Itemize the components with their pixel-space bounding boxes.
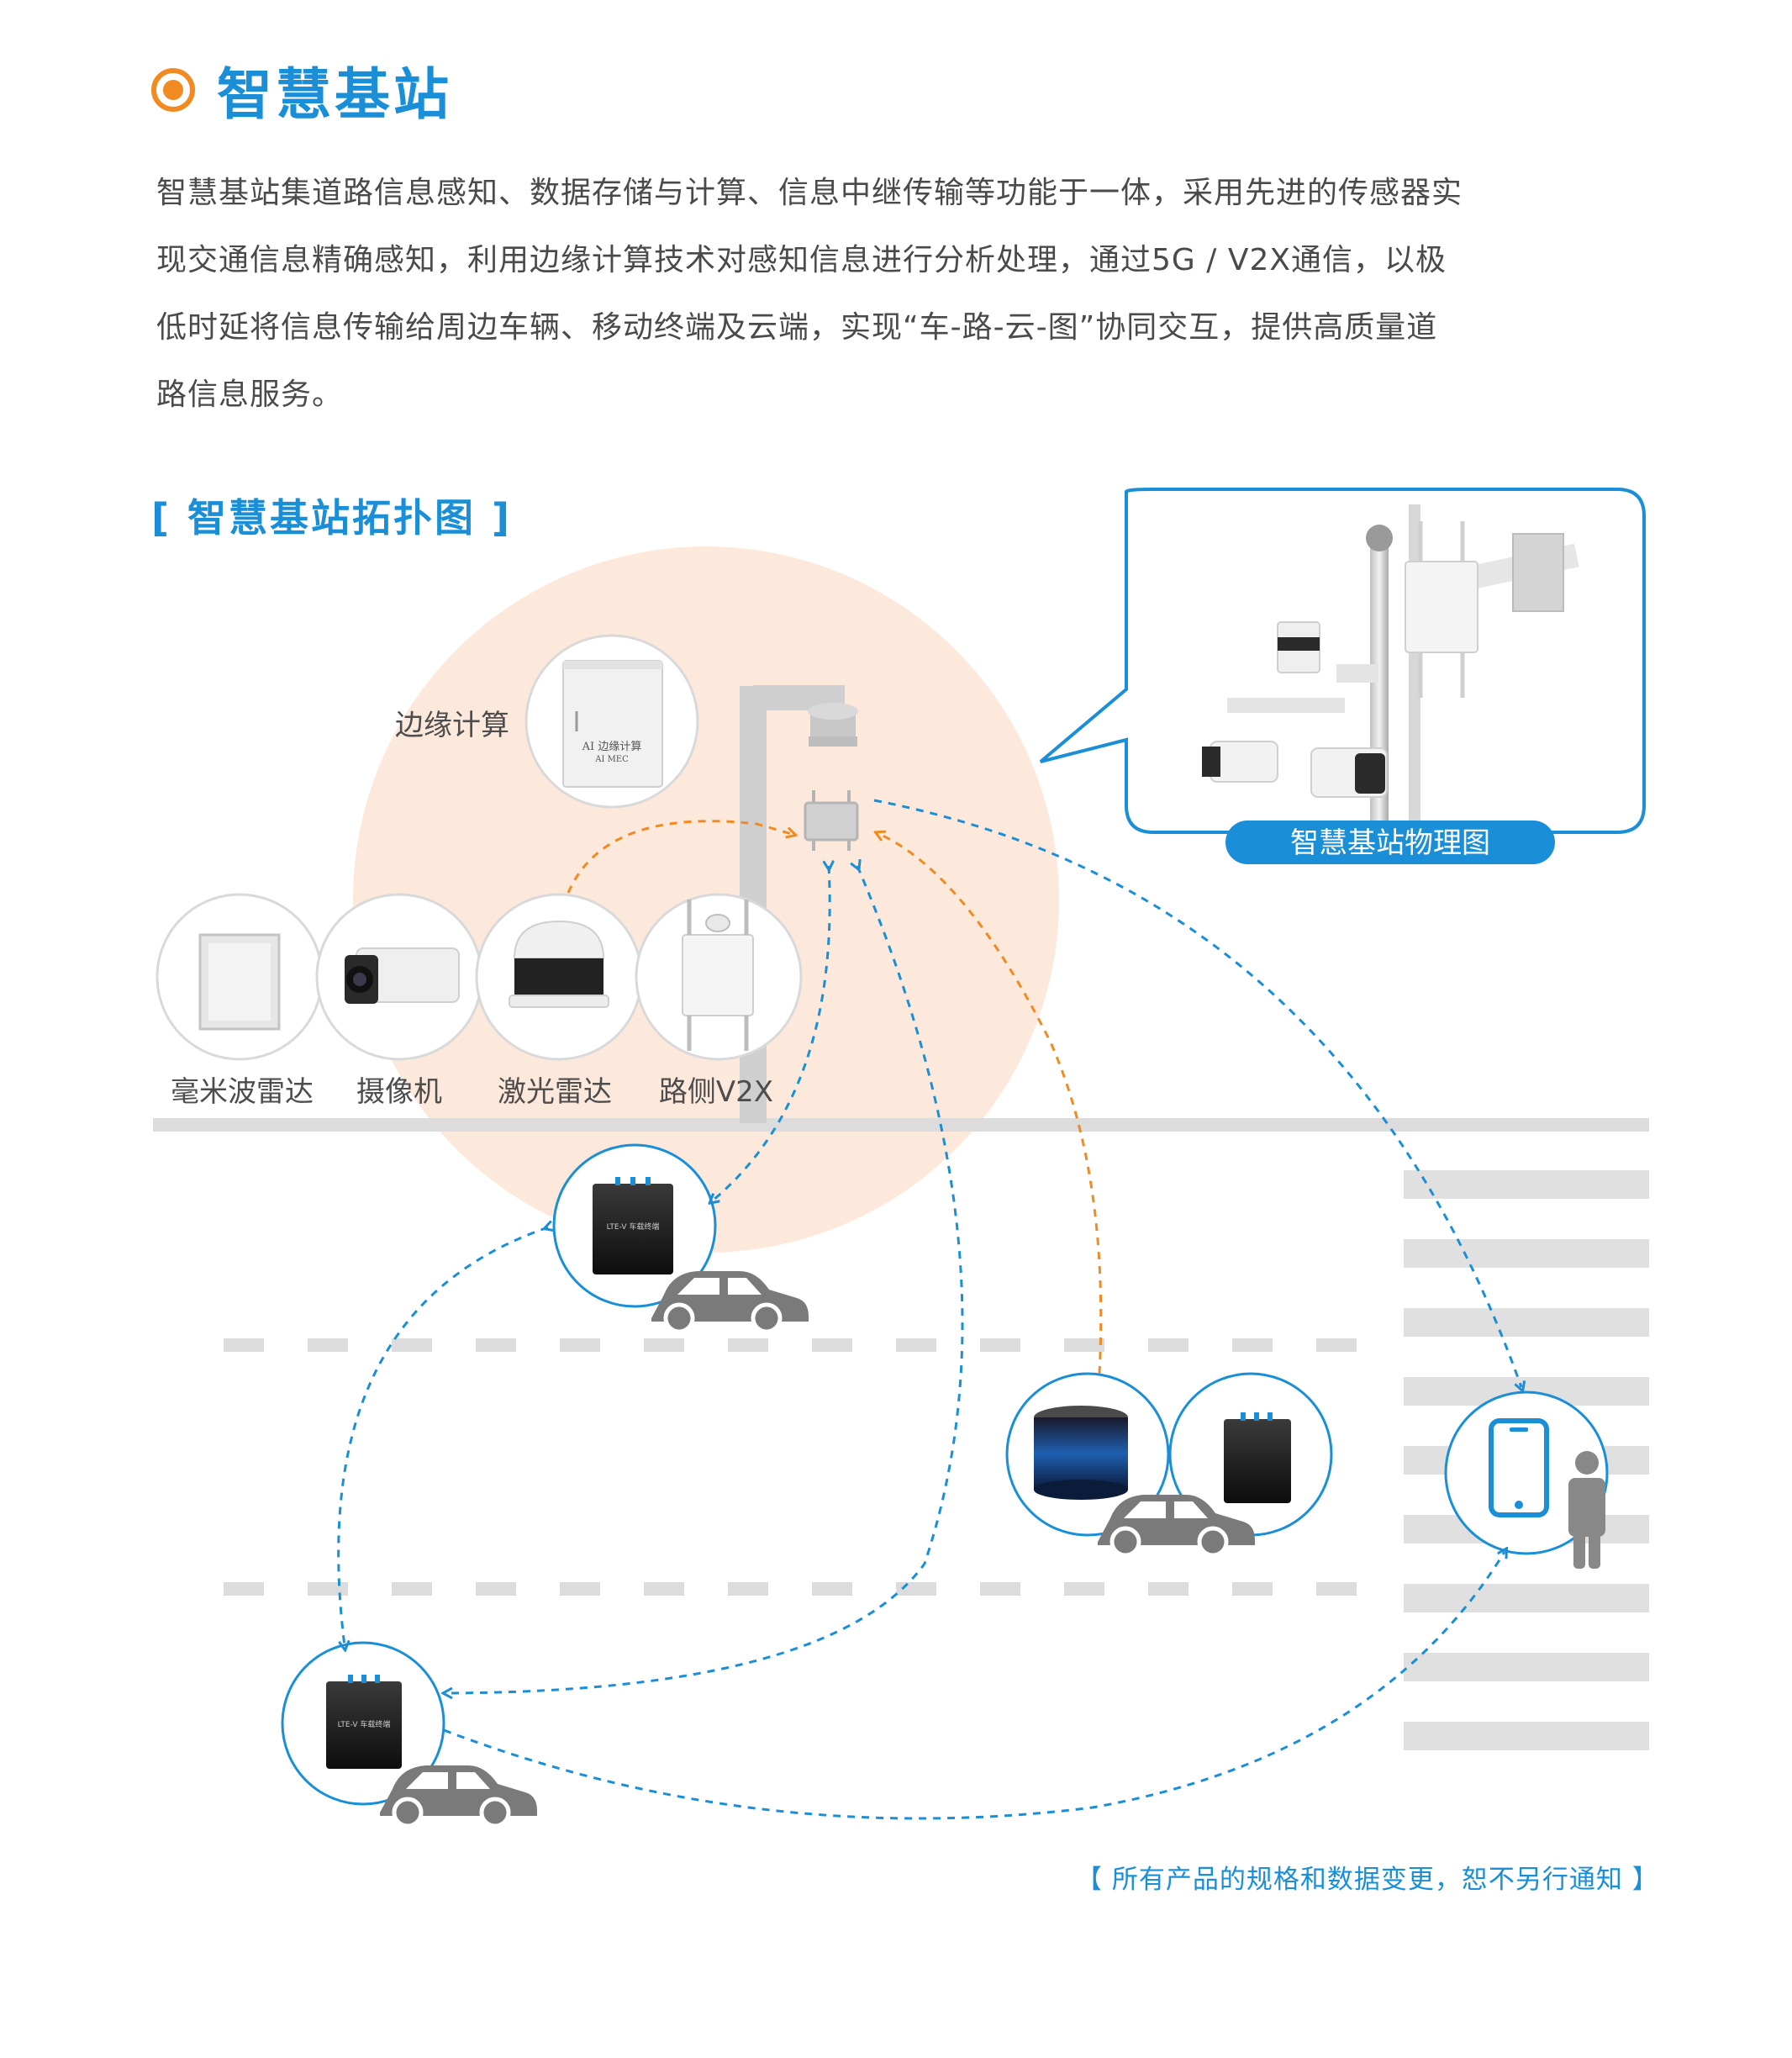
sensor-label-lidar: 激光雷达 xyxy=(498,1075,612,1109)
obu-device-icon: LTE-V 车载终端 xyxy=(593,1177,673,1274)
sensor-lidar xyxy=(475,893,643,1061)
obu-label-a: LTE-V 车载终端 xyxy=(607,1222,660,1232)
obu-label-c: LTE-V 车载终端 xyxy=(338,1719,391,1729)
lidar-icon xyxy=(509,920,609,1008)
camera-icon xyxy=(345,947,460,1004)
obu-device-icon: LTE-V 车载终端 xyxy=(326,1675,402,1769)
car-lidar-icon xyxy=(1034,1406,1128,1500)
base-station-unit xyxy=(804,790,859,851)
obu-device-icon xyxy=(1224,1412,1291,1503)
link-station-to-pedestrian xyxy=(873,799,1521,1387)
physical-photo-illustration xyxy=(1202,504,1579,824)
intro-paragraph: 智慧基站集道路信息感知、数据存储与计算、信息中继传输等功能于一体，采用先进的传感… xyxy=(156,176,1463,412)
smartphone-icon xyxy=(1489,1418,1549,1517)
topology-title: [ 智慧基站拓扑图 ] xyxy=(151,495,513,541)
mec-box-line1: AI 边缘计算 xyxy=(582,741,642,753)
link-sensors-to-station xyxy=(567,820,792,894)
sensor-label-v2x: 路侧V2X xyxy=(659,1075,773,1109)
photo-caption: 智慧基站物理图 xyxy=(1290,826,1490,860)
pedestrian-icon xyxy=(1568,1451,1605,1569)
sensor-camera xyxy=(315,893,483,1061)
lane-line-bottom xyxy=(224,1582,1357,1596)
car-icon xyxy=(651,1271,809,1334)
footnote: 【 所有产品的规格和数据变更，恕不另行通知 】 xyxy=(1076,1865,1659,1895)
sensor-label-radar: 毫米波雷达 xyxy=(171,1075,314,1109)
curb-line xyxy=(153,1118,1649,1132)
car-icon xyxy=(380,1765,537,1828)
edge-computing-node: AI 边缘计算 AI MEC xyxy=(524,634,699,809)
title-row: 智慧基站 xyxy=(151,52,452,128)
vehicle-node-c: LTE-V 车载终端 xyxy=(281,1641,537,1828)
lane-line-top xyxy=(224,1338,1357,1352)
title-bullet-icon xyxy=(151,68,195,112)
page-title: 智慧基站 xyxy=(217,62,452,127)
sensor-roadside-v2x xyxy=(635,893,803,1061)
link-vehicle-a-to-c xyxy=(337,1227,548,1646)
sensor-millimeter-radar xyxy=(155,893,324,1061)
car-icon xyxy=(1098,1495,1255,1558)
sensor-label-camera: 摄像机 xyxy=(356,1075,442,1109)
vehicle-node-b xyxy=(1005,1372,1333,1558)
millimeter-radar-icon xyxy=(198,933,281,1031)
physical-photo-callout: 智慧基站物理图 xyxy=(1039,488,1646,864)
pedestrian-node xyxy=(1444,1390,1609,1569)
edge-computing-label: 边缘计算 xyxy=(395,709,509,742)
mec-box-line2: AI MEC xyxy=(594,755,629,764)
